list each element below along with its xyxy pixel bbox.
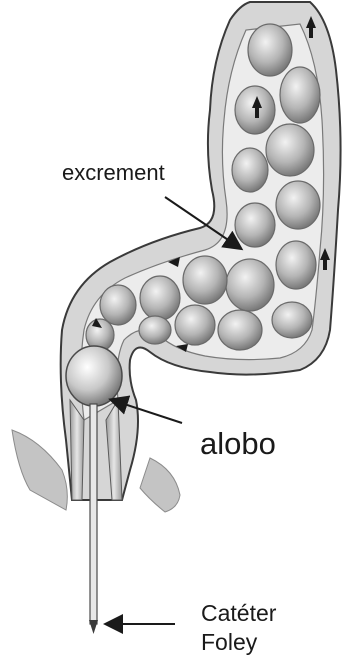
balloon: [66, 346, 122, 406]
label-foley-line1: Catéter: [201, 599, 321, 628]
label-foley-line2: Foley: [201, 628, 321, 657]
label-excrement: excrement: [56, 160, 171, 186]
foley-catheter: [89, 404, 98, 634]
label-foley-catheter: Catéter Foley: [201, 599, 321, 657]
label-balloon: alobo: [188, 420, 288, 467]
